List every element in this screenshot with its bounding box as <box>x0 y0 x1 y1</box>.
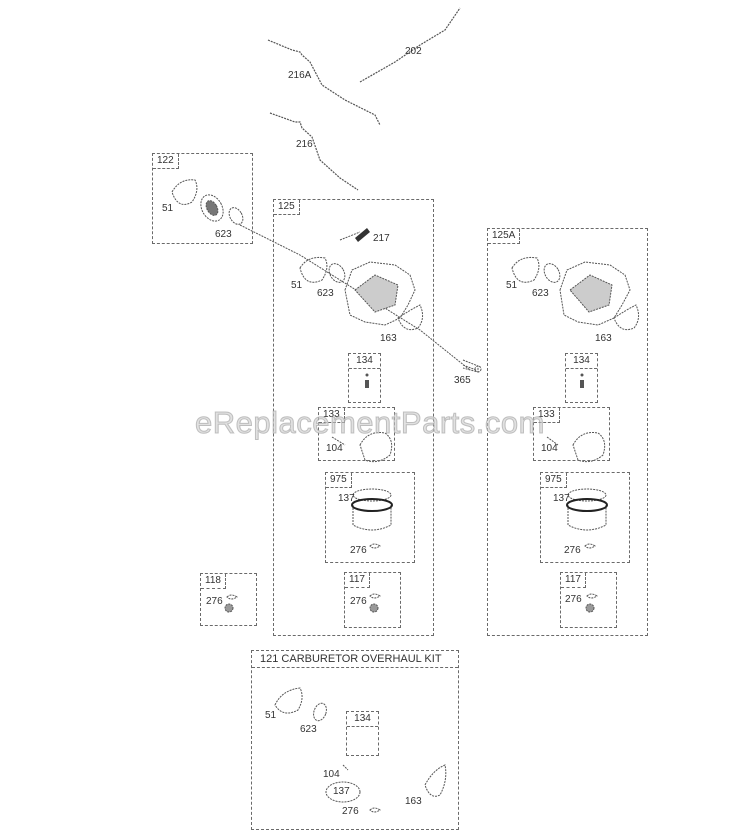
screw-217-icon <box>355 228 370 242</box>
part-label-623: 623 <box>317 288 334 299</box>
group-125: 125 <box>273 199 434 636</box>
group-tag-975: 975 <box>326 473 352 488</box>
gasket-163-icon <box>424 764 447 797</box>
bowl-nut-icon <box>369 603 379 613</box>
part-label-216A: 216A <box>288 70 312 81</box>
part-label-163: 163 <box>380 333 397 344</box>
group-tag-975: 975 <box>541 473 567 488</box>
part-label-51: 51 <box>506 280 518 291</box>
part-label-276: 276 <box>350 596 367 607</box>
group-tag-134: 134 <box>566 354 597 369</box>
group-134: 134 <box>346 711 379 756</box>
group-134: 134 <box>565 353 598 403</box>
float-bowl-icon <box>352 505 392 531</box>
part-label-217: 217 <box>373 233 390 244</box>
float-icon <box>359 432 393 463</box>
gasket-623-icon <box>228 207 244 225</box>
group-tag-133: 133 <box>534 408 560 423</box>
group-tag-117: 117 <box>345 573 370 588</box>
group-tag-133: 133 <box>319 408 345 423</box>
kit-title: 121 CARBURETOR OVERHAUL KIT <box>252 651 458 668</box>
group-tag-122: 122 <box>153 154 179 169</box>
group-975: 975 <box>540 472 630 563</box>
part-label-276: 276 <box>565 594 582 605</box>
float-icon <box>572 432 606 463</box>
group-122: 122 <box>152 153 253 244</box>
gasket-163-icon <box>397 304 424 331</box>
part-label-104: 104 <box>541 443 558 454</box>
gasket-163-icon <box>613 304 640 331</box>
group-117: 117 <box>560 572 617 628</box>
part-label-51: 51 <box>291 280 303 291</box>
gasket-51-icon <box>274 687 303 714</box>
float-bowl-icon <box>567 505 607 531</box>
governor-spring-216-icon <box>269 112 359 191</box>
group-tag-117: 117 <box>561 573 586 588</box>
group-133: 133 <box>318 407 395 461</box>
bowl-nut-icon <box>585 603 595 613</box>
group-tag-134: 134 <box>349 354 380 369</box>
part-label-163: 163 <box>405 796 422 807</box>
bowl-gasket-137-icon <box>351 498 393 512</box>
jet-134-icon <box>580 380 584 388</box>
part-label-365: 365 <box>454 375 471 386</box>
part-label-623: 623 <box>532 288 549 299</box>
washer-276-icon <box>584 543 596 549</box>
pin-104-icon <box>546 436 559 446</box>
governor-spring-216A-icon <box>267 39 381 126</box>
gasket-623-icon <box>313 702 327 722</box>
group-tag-118: 118 <box>201 574 226 589</box>
gasket-51-icon <box>511 257 540 283</box>
part-label-216: 216 <box>296 139 313 150</box>
group-tag-125: 125 <box>274 200 300 215</box>
jet-134-icon <box>365 380 369 388</box>
part-label-276: 276 <box>342 806 359 817</box>
group-125A: 125A <box>487 228 648 636</box>
part-label-137: 137 <box>338 493 355 504</box>
bowl-gasket-137-icon <box>325 781 361 803</box>
gasket-51-icon <box>299 257 328 283</box>
group-tag-125A: 125A <box>488 229 521 244</box>
part-label-623: 623 <box>215 229 232 240</box>
part-label-104: 104 <box>323 769 340 780</box>
part-label-51: 51 <box>265 710 277 721</box>
part-label-276: 276 <box>350 545 367 556</box>
bowl-gasket-137-icon <box>566 498 608 512</box>
insulator-icon <box>200 194 224 222</box>
group-118: 118 <box>200 573 257 626</box>
part-label-104: 104 <box>326 443 343 454</box>
gasket-623-icon <box>328 263 346 283</box>
group-tag-134: 134 <box>347 712 378 727</box>
part-label-137: 137 <box>333 786 350 797</box>
part-label-163: 163 <box>595 333 612 344</box>
group-134: 134 <box>348 353 381 403</box>
gasket-51-icon <box>171 179 198 205</box>
carburetor-icon <box>344 261 416 326</box>
part-label-202: 202 <box>405 46 422 57</box>
group-975: 975 <box>325 472 415 563</box>
part-label-276: 276 <box>564 545 581 556</box>
link-rod-202-icon <box>359 7 461 83</box>
gasket-623-icon <box>543 263 561 283</box>
washer-276-icon <box>369 807 381 813</box>
group-133: 133 <box>533 407 610 461</box>
screw-365-icon <box>462 359 479 373</box>
pin-104-icon <box>331 436 346 446</box>
part-label-276: 276 <box>206 596 223 607</box>
part-label-137: 137 <box>553 493 570 504</box>
washer-276-icon <box>369 543 381 549</box>
bowl-nut-icon <box>224 603 234 613</box>
group-117: 117 <box>344 572 401 628</box>
part-label-51: 51 <box>162 203 174 214</box>
carburetor-icon <box>559 261 631 326</box>
group-121-carburetor-overhaul-kit: 121 CARBURETOR OVERHAUL KIT <box>251 650 459 830</box>
pin-104-icon <box>342 764 349 771</box>
part-label-623: 623 <box>300 724 317 735</box>
